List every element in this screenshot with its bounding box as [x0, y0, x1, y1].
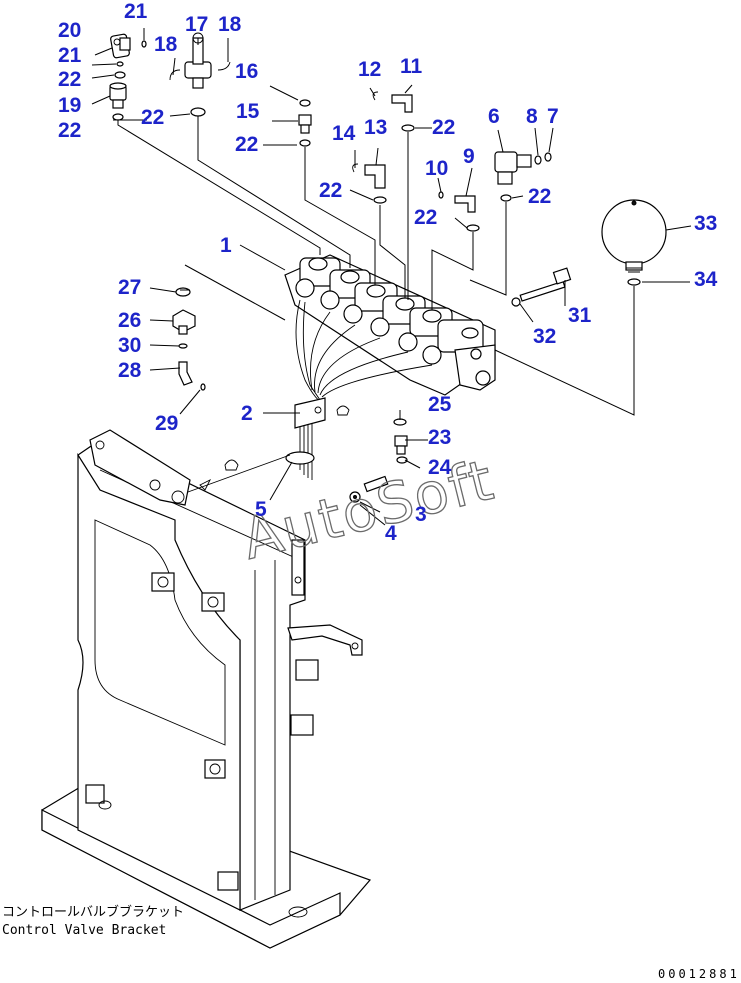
- callout-22-g: 22: [414, 206, 437, 229]
- callout-18-left: 18: [154, 33, 178, 56]
- callout-9: 9: [463, 145, 475, 168]
- callout-15: 15: [236, 100, 260, 123]
- callout-21-left: 21: [58, 44, 82, 67]
- callout-4: 4: [385, 522, 397, 545]
- control-valve-stack: [187, 254, 496, 493]
- callout-34: 34: [694, 268, 718, 291]
- document-number: 00012881: [658, 967, 740, 981]
- callout-22-b: 22: [58, 119, 81, 142]
- callout-22-e: 22: [319, 179, 342, 202]
- callout-10: 10: [425, 157, 448, 180]
- hose-clamp: [294, 397, 326, 429]
- callout-8: 8: [526, 105, 538, 128]
- leader-lines: [91, 28, 692, 526]
- callout-18-right: 18: [218, 13, 242, 36]
- callout-27: 27: [118, 276, 141, 299]
- callout-28: 28: [118, 359, 142, 382]
- callout-29: 29: [155, 412, 178, 435]
- control-valve-bracket: [41, 429, 372, 949]
- callout-11: 11: [400, 55, 423, 78]
- callout-22-a: 22: [58, 68, 81, 91]
- callout-22-d: 22: [235, 133, 258, 156]
- callout-30: 30: [118, 334, 141, 357]
- fittings: [109, 32, 667, 503]
- callout-17: 17: [185, 13, 208, 36]
- callout-25: 25: [428, 393, 452, 416]
- callout-14: 14: [332, 122, 356, 145]
- caption-japanese: コントロールバルブブラケット: [2, 904, 184, 920]
- callout-21-top: 21: [124, 0, 148, 23]
- callout-33: 33: [694, 212, 717, 235]
- accumulator: [601, 199, 667, 286]
- callout-22-c: 22: [141, 106, 164, 129]
- callout-3: 3: [415, 503, 427, 526]
- callout-24: 24: [428, 456, 452, 479]
- callout-13: 13: [364, 116, 387, 139]
- callout-16: 16: [235, 60, 258, 83]
- callout-6: 6: [488, 105, 500, 128]
- callout-22-h: 22: [528, 185, 551, 208]
- callout-23: 23: [428, 426, 451, 449]
- callout-26: 26: [118, 309, 141, 332]
- callout-31: 31: [568, 304, 592, 327]
- caption-english: Control Valve Bracket: [2, 923, 166, 938]
- callout-19: 19: [58, 94, 81, 117]
- callout-7: 7: [547, 105, 559, 128]
- callout-22-f: 22: [432, 116, 455, 139]
- callout-labels: 1 2 3 4 5 6 7 8 9 10 11 12 13 14 15 16 1…: [58, 0, 718, 545]
- callout-1: 1: [220, 234, 232, 257]
- watermark-text: AutoSoft: [236, 448, 501, 573]
- callout-20: 20: [58, 19, 81, 42]
- callout-2: 2: [241, 402, 253, 425]
- elbow-fitting-20: [110, 33, 131, 59]
- callout-5: 5: [255, 498, 267, 521]
- callout-32: 32: [533, 325, 556, 348]
- callout-12: 12: [358, 58, 381, 81]
